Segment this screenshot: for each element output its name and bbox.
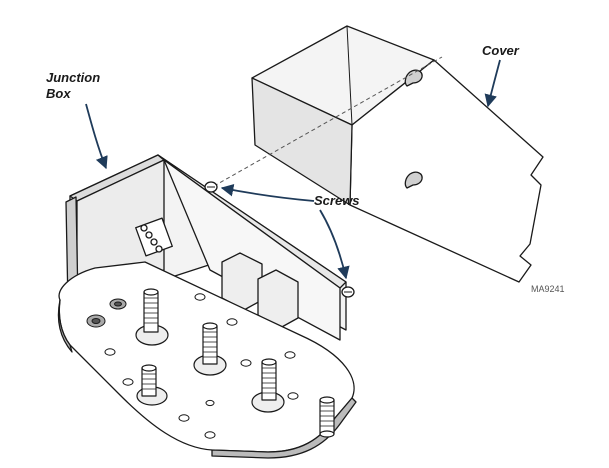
rim-screw-lower bbox=[341, 286, 355, 298]
stud-3 bbox=[141, 364, 157, 397]
junction-box bbox=[57, 154, 357, 459]
figure-id: MA9241 bbox=[531, 284, 565, 294]
screws-arrow-upper bbox=[220, 183, 315, 202]
stud-2 bbox=[202, 322, 218, 365]
internal-dividers bbox=[221, 252, 299, 329]
leader-arrows bbox=[85, 59, 501, 280]
cover-plate bbox=[251, 25, 544, 283]
screws-label: Screws bbox=[314, 193, 360, 208]
terminal-strip bbox=[135, 217, 173, 257]
stud-5 bbox=[319, 396, 335, 438]
base-bosses bbox=[135, 324, 285, 413]
screws-arrow-lower bbox=[319, 209, 350, 280]
stud-1 bbox=[143, 288, 159, 333]
cover-arrow bbox=[484, 59, 501, 108]
base-holes bbox=[86, 293, 299, 439]
threaded-studs bbox=[141, 288, 335, 438]
junction-box-label-line1: Junction bbox=[46, 70, 101, 85]
rim-screw-upper bbox=[204, 181, 218, 193]
junction-box-arrow bbox=[85, 103, 108, 170]
stud-4 bbox=[261, 358, 277, 401]
alignment-guide-line bbox=[213, 56, 443, 187]
cover-label: Cover bbox=[482, 43, 519, 58]
junction-box-label-line2: Box bbox=[46, 86, 71, 101]
keyhole-slot-lower bbox=[404, 171, 423, 189]
junction-box-label: Junction Box bbox=[46, 70, 100, 102]
keyhole-slot-upper bbox=[404, 69, 423, 87]
